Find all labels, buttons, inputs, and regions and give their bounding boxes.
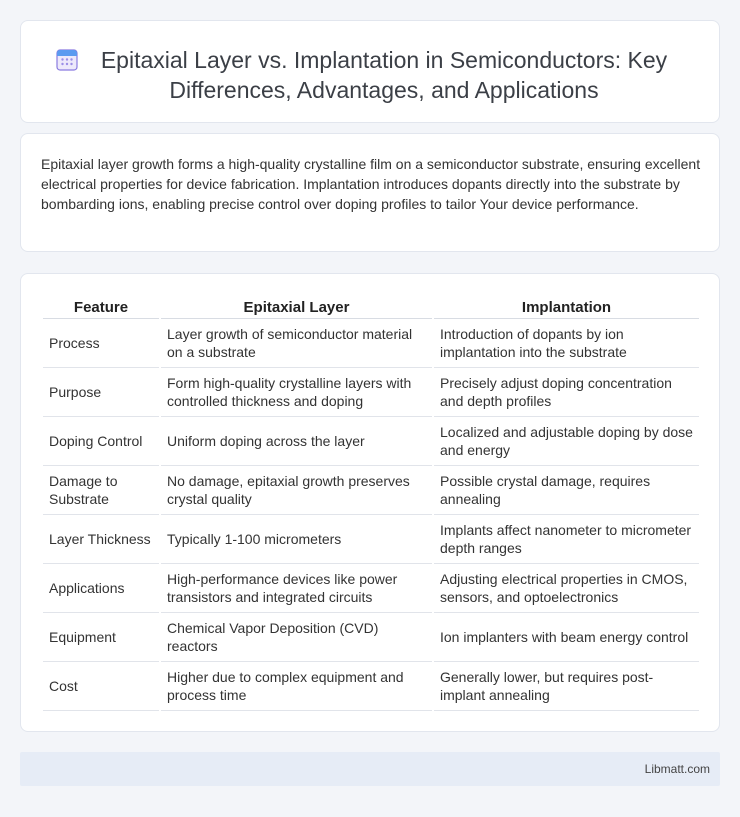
intro-paragraph: Epitaxial layer growth forms a high-qual… xyxy=(41,156,701,212)
table-header-row: Feature Epitaxial Layer Implantation xyxy=(43,294,699,319)
table-row: Damage to Substrate No damage, epitaxial… xyxy=(43,465,699,515)
row-feature: Equipment xyxy=(43,612,160,662)
row-feature: Layer Thickness xyxy=(43,514,160,564)
row-epitaxial: Uniform doping across the layer xyxy=(159,416,433,466)
row-implantation: Ion implanters with beam energy control xyxy=(432,612,699,662)
row-feature: Applications xyxy=(43,563,160,613)
column-header-implantation: Implantation xyxy=(432,294,699,319)
row-feature: Damage to Substrate xyxy=(43,465,160,515)
row-epitaxial: Layer growth of semiconductor material o… xyxy=(159,318,433,368)
table-row: Applications High-performance devices li… xyxy=(43,563,699,613)
intro-card: Epitaxial layer growth forms a high-qual… xyxy=(20,133,720,252)
row-epitaxial: No damage, epitaxial growth preserves cr… xyxy=(159,465,433,515)
row-feature: Purpose xyxy=(43,367,160,417)
row-epitaxial: Higher due to complex equipment and proc… xyxy=(159,661,433,711)
row-epitaxial: Typically 1-100 micrometers xyxy=(159,514,433,564)
table-row: Purpose Form high-quality crystalline la… xyxy=(43,367,699,417)
row-epitaxial: Chemical Vapor Deposition (CVD) reactors xyxy=(159,612,433,662)
comparison-card: Feature Epitaxial Layer Implantation Pro… xyxy=(20,273,720,732)
row-implantation: Localized and adjustable doping by dose … xyxy=(432,416,699,466)
table-row: Cost Higher due to complex equipment and… xyxy=(43,661,699,711)
table-row: Layer Thickness Typically 1-100 micromet… xyxy=(43,514,699,564)
row-implantation: Possible crystal damage, requires anneal… xyxy=(432,465,699,515)
row-feature: Cost xyxy=(43,661,160,711)
page-title: Epitaxial Layer vs. Implantation in Semi… xyxy=(100,47,668,103)
row-implantation: Introduction of dopants by ion implantat… xyxy=(432,318,699,368)
row-implantation: Implants affect nanometer to micrometer … xyxy=(432,514,699,564)
table-row: Process Layer growth of semiconductor ma… xyxy=(43,318,699,368)
row-implantation: Adjusting electrical properties in CMOS,… xyxy=(432,563,699,613)
title-card: Epitaxial Layer vs. Implantation in Semi… xyxy=(20,20,720,123)
row-epitaxial: High-performance devices like power tran… xyxy=(159,563,433,613)
table-row: Doping Control Uniform doping across the… xyxy=(43,416,699,466)
row-implantation: Generally lower, but requires post-impla… xyxy=(432,661,699,711)
table-row: Equipment Chemical Vapor Deposition (CVD… xyxy=(43,612,699,662)
row-feature: Doping Control xyxy=(43,416,160,466)
row-epitaxial: Form high-quality crystalline layers wit… xyxy=(159,367,433,417)
row-feature: Process xyxy=(43,318,160,368)
column-header-epitaxial: Epitaxial Layer xyxy=(159,294,433,319)
comparison-table: Feature Epitaxial Layer Implantation Pro… xyxy=(43,294,699,711)
footer-site-link[interactable]: Libmatt.com xyxy=(644,762,710,776)
calendar-icon xyxy=(56,49,78,71)
footer-bar: Libmatt.com xyxy=(20,752,720,786)
row-implantation: Precisely adjust doping concentration an… xyxy=(432,367,699,417)
column-header-feature: Feature xyxy=(43,294,160,319)
